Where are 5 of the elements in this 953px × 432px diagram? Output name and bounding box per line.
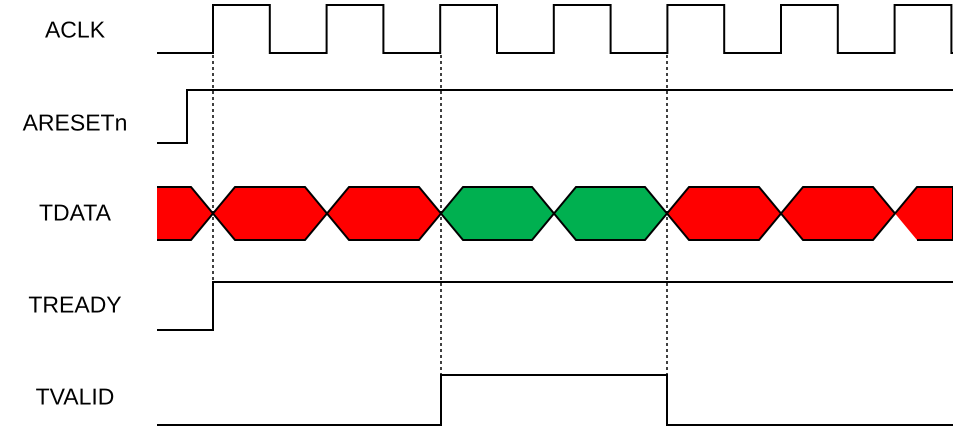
signal-name: ARESETn [22,110,128,136]
signal-name: TVALID [36,384,114,410]
signal-name: ACLK [44,16,106,44]
signal-name: TREADY [28,292,122,318]
signal-name: TDATA [39,200,111,226]
